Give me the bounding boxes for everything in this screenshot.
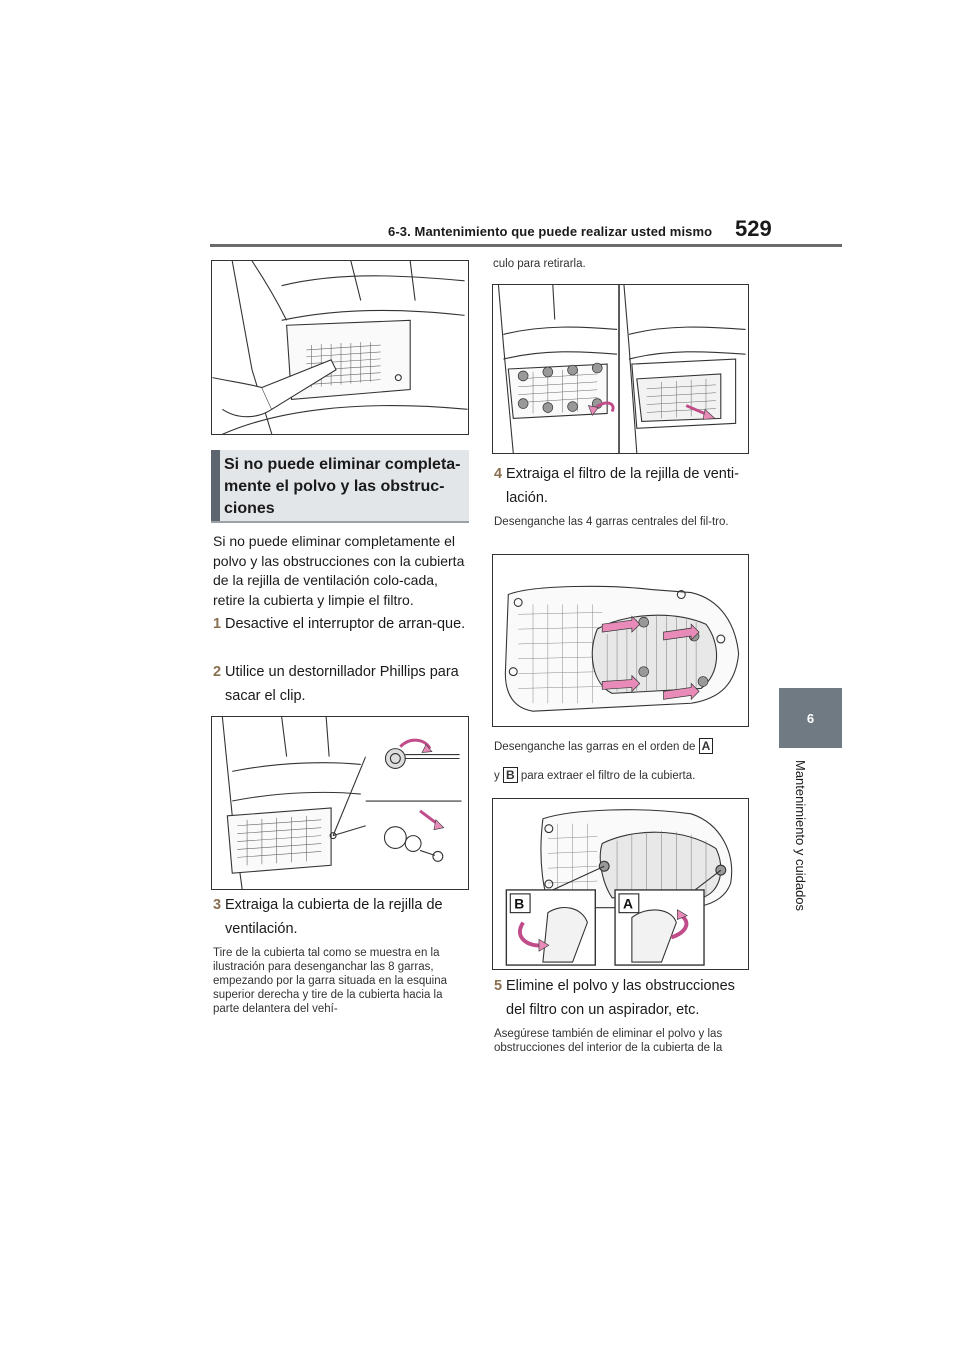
- step-1-number: 1: [213, 616, 222, 632]
- page-number: 529: [735, 216, 772, 241]
- key-a-label: A: [698, 738, 714, 754]
- step-4-note-b-line1: Desenganche las garras en el orden de A: [494, 738, 754, 754]
- step-3-number: 3: [213, 897, 222, 913]
- step-4-text: Extraiga el filtro de la rejilla de vent…: [506, 466, 739, 506]
- figure-label-a: A: [623, 896, 633, 912]
- step-1-text: Desactive el interruptor de arran-que.: [225, 616, 466, 632]
- step-4-note-a: Desenganche las 4 garras centrales del f…: [494, 516, 729, 528]
- step-3-text: Extraiga la cubierta de la rejilla de ve…: [225, 897, 443, 937]
- step-5: 5 Elimine el polvo y las obstrucciones d…: [494, 974, 754, 1022]
- step-3: 3 Extraiga la cubierta de la rejilla de …: [213, 893, 471, 941]
- step-4: 4 Extraiga el filtro de la rejilla de ve…: [494, 462, 754, 510]
- step-1: 1 Desactive el interruptor de arran-que.: [213, 612, 471, 636]
- section-heading-box: Si no puede eliminar completa-mente el p…: [211, 450, 469, 523]
- step-4-number: 4: [494, 466, 503, 482]
- step-3-note: Tire de la cubierta tal como se muestra …: [213, 947, 447, 1015]
- figure-unhook-center-claws: [492, 554, 749, 727]
- step-4-note-b-pre: Desenganche las garras en el orden de: [494, 741, 696, 753]
- step-2: 2 Utilice un destornillador Phillips par…: [213, 660, 471, 708]
- figure-label-b: B: [514, 896, 524, 912]
- step-5-text: Elimine el polvo y las obstrucciones del…: [506, 978, 735, 1018]
- step-4-note-b-mid: y: [494, 770, 500, 782]
- step-5-number: 5: [494, 978, 503, 994]
- step-5-note: Asegúrese también de eliminar el polvo y…: [494, 1028, 723, 1054]
- step-4-note-b-post: para extraer el filtro de la cubierta.: [520, 770, 696, 782]
- intro-paragraph: Si no puede eliminar completamente el po…: [213, 533, 465, 608]
- step-2-text: Utilice un destornillador Phillips para …: [225, 664, 459, 704]
- step-4-note-b-line2: y B para extraer el filtro de la cubiert…: [494, 767, 754, 783]
- figure-extract-filter: B A: [492, 798, 749, 970]
- section-heading-bar: [211, 450, 220, 521]
- header-divider: [210, 244, 842, 247]
- section-header-title: 6-3. Mantenimiento que puede realizar us…: [388, 224, 713, 239]
- section-heading-text: Si no puede eliminar completa-mente el p…: [224, 456, 461, 517]
- figure-remove-clip: [211, 716, 469, 890]
- figure-remove-cover: [492, 284, 749, 454]
- figure-vacuum-vent: [211, 260, 469, 435]
- step-2-number: 2: [213, 664, 222, 680]
- key-b-label: B: [502, 767, 518, 783]
- chapter-label: Mantenimiento y cuidados: [793, 760, 808, 912]
- chapter-tab[interactable]: 6: [779, 688, 842, 748]
- step-3-note-continued: culo para retirarla.: [493, 258, 586, 270]
